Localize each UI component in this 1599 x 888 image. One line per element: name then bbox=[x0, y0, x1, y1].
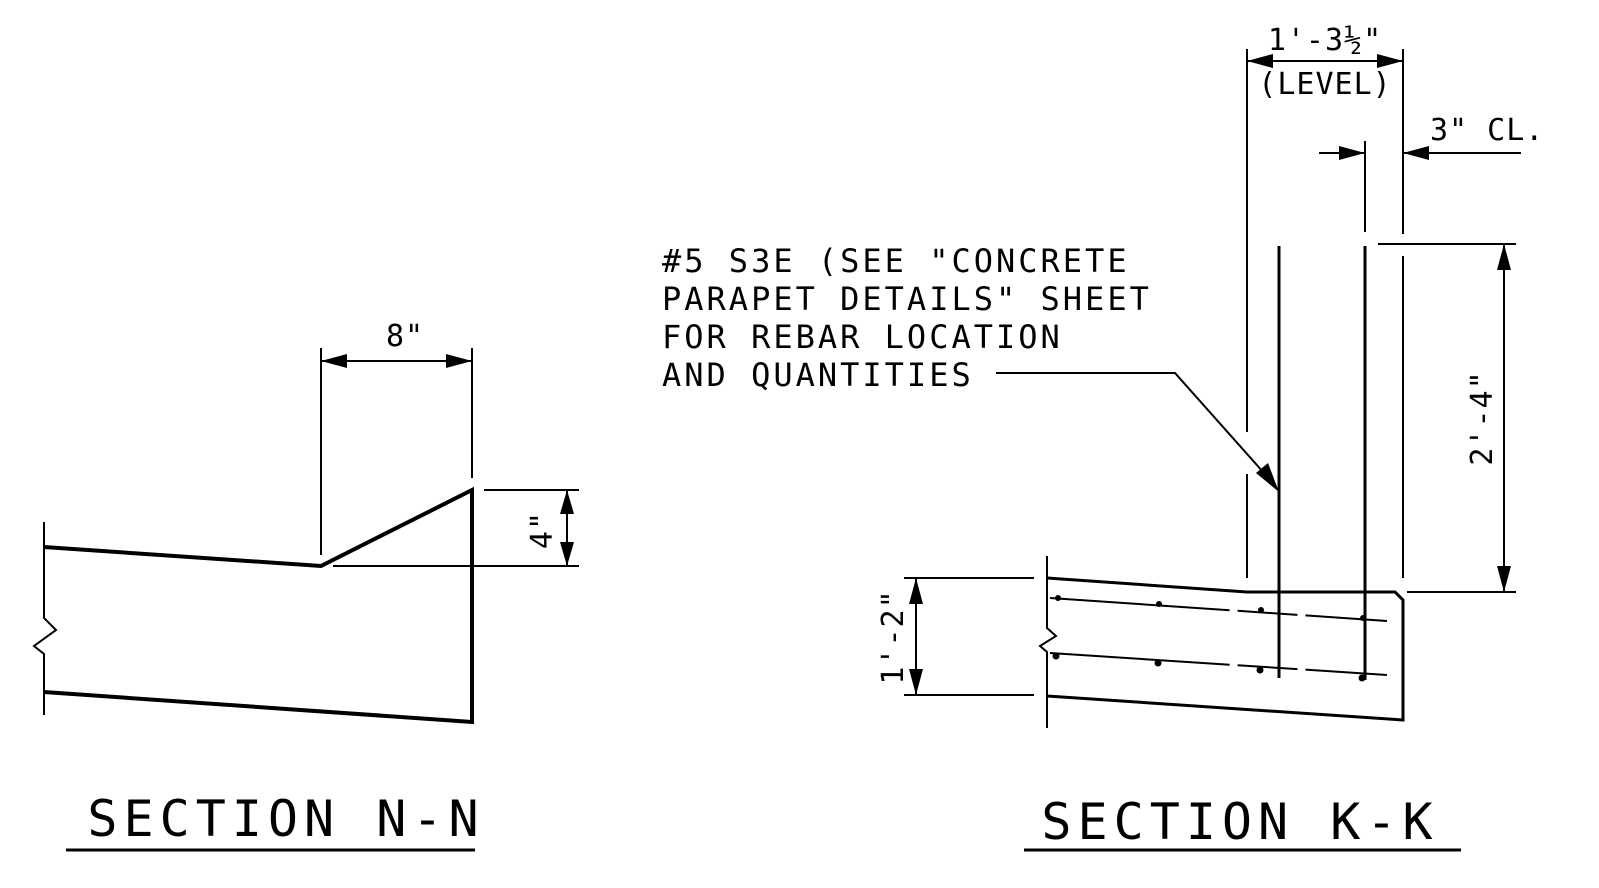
arrow-down-icon bbox=[909, 669, 923, 695]
slab-outline-kk bbox=[1046, 576, 1405, 722]
section-kk: #5 S3E (SEE "CONCRETE PARAPET DETAILS" S… bbox=[662, 23, 1544, 852]
dim-label-level: (LEVEL) bbox=[1258, 67, 1391, 102]
note-line-1: #5 S3E (SEE "CONCRETE bbox=[662, 242, 1130, 280]
arrow-up-icon bbox=[560, 490, 574, 514]
rebar-note: #5 S3E (SEE "CONCRETE PARAPET DETAILS" S… bbox=[662, 242, 1152, 394]
break-line-kk bbox=[1038, 556, 1058, 728]
rebar-dot bbox=[1256, 666, 1264, 674]
dim-label-height-kk: 2'-4" bbox=[1465, 370, 1500, 465]
arrow-right-icon bbox=[1339, 146, 1365, 160]
break-line-nn bbox=[32, 522, 58, 715]
arrow-right-icon bbox=[1377, 54, 1403, 68]
rebar-bottom-mat bbox=[1049, 652, 1388, 676]
arrow-up-icon bbox=[909, 578, 923, 604]
dim-label-top-kk: 1'-3½" bbox=[1268, 23, 1382, 58]
rebar-dot bbox=[1258, 607, 1264, 613]
arrow-left-icon bbox=[1403, 146, 1429, 160]
arrow-left-icon bbox=[1247, 54, 1273, 68]
dim-label-slab: 1'-2" bbox=[876, 589, 911, 684]
rebar-dot bbox=[1360, 615, 1366, 621]
leader-arrow-icon bbox=[1256, 463, 1279, 492]
arrow-up-icon bbox=[1497, 244, 1511, 270]
section-title-nn: SECTION N-N bbox=[87, 790, 484, 848]
arrow-down-icon bbox=[560, 542, 574, 566]
arrow-down-icon bbox=[1497, 566, 1511, 592]
arrow-left-icon bbox=[321, 354, 347, 368]
dim-label-width-nn: 8" bbox=[386, 319, 424, 354]
note-line-4: AND QUANTITIES bbox=[662, 356, 974, 394]
note-line-2: PARAPET DETAILS" SHEET bbox=[662, 280, 1152, 318]
arrow-right-icon bbox=[446, 354, 472, 368]
slab-outline-nn bbox=[43, 486, 474, 725]
note-line-3: FOR REBAR LOCATION bbox=[662, 318, 1063, 356]
rebar-dot bbox=[1055, 595, 1061, 601]
rebar-dot bbox=[1358, 674, 1366, 682]
rebar-dot bbox=[1154, 659, 1162, 667]
rebar-dot bbox=[1052, 652, 1060, 660]
dim-label-height-nn: 4" bbox=[525, 511, 560, 549]
section-title-kk: SECTION K-K bbox=[1041, 793, 1438, 851]
section-nn: 8" 4" SECTION N-N bbox=[32, 319, 579, 852]
rebar-dot bbox=[1156, 601, 1162, 607]
leader-line bbox=[996, 372, 1273, 483]
dim-label-clear: 3" CL. bbox=[1430, 113, 1544, 148]
rebar-top-mat bbox=[1049, 597, 1388, 622]
